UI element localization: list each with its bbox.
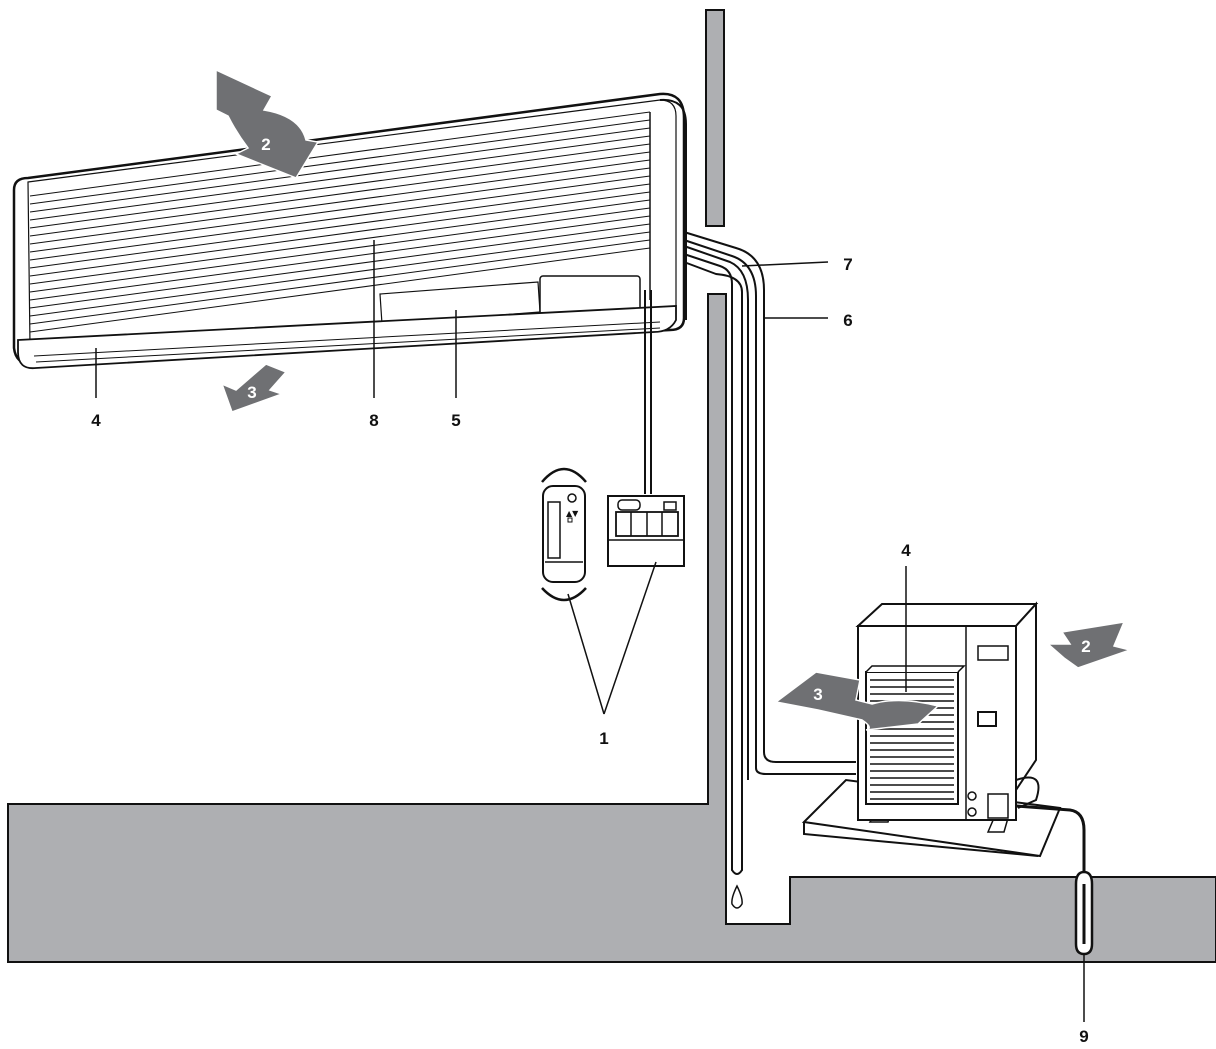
callout-1-remote-controls: 1 <box>599 729 608 748</box>
floor-and-wall-section <box>7 293 1216 963</box>
indoor-unit <box>12 92 687 370</box>
callout-9-earth-lead: 9 <box>1079 1027 1088 1046</box>
upper-wall-section <box>705 9 725 227</box>
indoor-air-inlet-arrow: 2 <box>215 68 320 179</box>
outdoor-air-inlet-arrow: 2 <box>1046 621 1133 669</box>
air-inlet-number-indoor: 2 <box>261 135 270 154</box>
air-outlet-number-indoor: 3 <box>247 383 256 402</box>
wired-remote-controller <box>607 495 685 567</box>
callout-4-indoor-outlet: 4 <box>91 411 101 430</box>
outdoor-air-outlet-grille <box>865 665 966 805</box>
drain-hose <box>683 253 743 875</box>
callout-6-refrigerant-piping: 6 <box>843 311 852 330</box>
svg-text:▲▼: ▲▼ <box>566 509 579 518</box>
indoor-air-outlet-grille <box>17 305 677 370</box>
wireless-remote-controller: ▲▼ <box>541 467 587 602</box>
outdoor-unit <box>801 601 1062 858</box>
water-drop-icon <box>731 884 743 909</box>
leader-lines <box>95 240 1085 1022</box>
callout-4-outdoor-outlet: 4 <box>901 541 911 560</box>
remote-wiring <box>644 290 652 494</box>
signal-arc-top <box>541 467 587 483</box>
front-grille <box>29 111 651 333</box>
outdoor-air-outlet-arrow: 3 <box>774 671 940 731</box>
air-outlet-number-outdoor: 3 <box>813 685 822 704</box>
callout-5-display-panel: 5 <box>451 411 460 430</box>
callout-7-drain-hose: 7 <box>843 255 852 274</box>
refrigerant-piping <box>683 231 856 780</box>
earth-lead <box>1015 804 1094 956</box>
signal-arc-bottom <box>541 587 587 602</box>
indoor-air-outlet-arrow: 3 <box>220 363 288 413</box>
callout-8-front-grille: 8 <box>369 411 378 430</box>
air-inlet-number-outdoor: 2 <box>1081 637 1090 656</box>
